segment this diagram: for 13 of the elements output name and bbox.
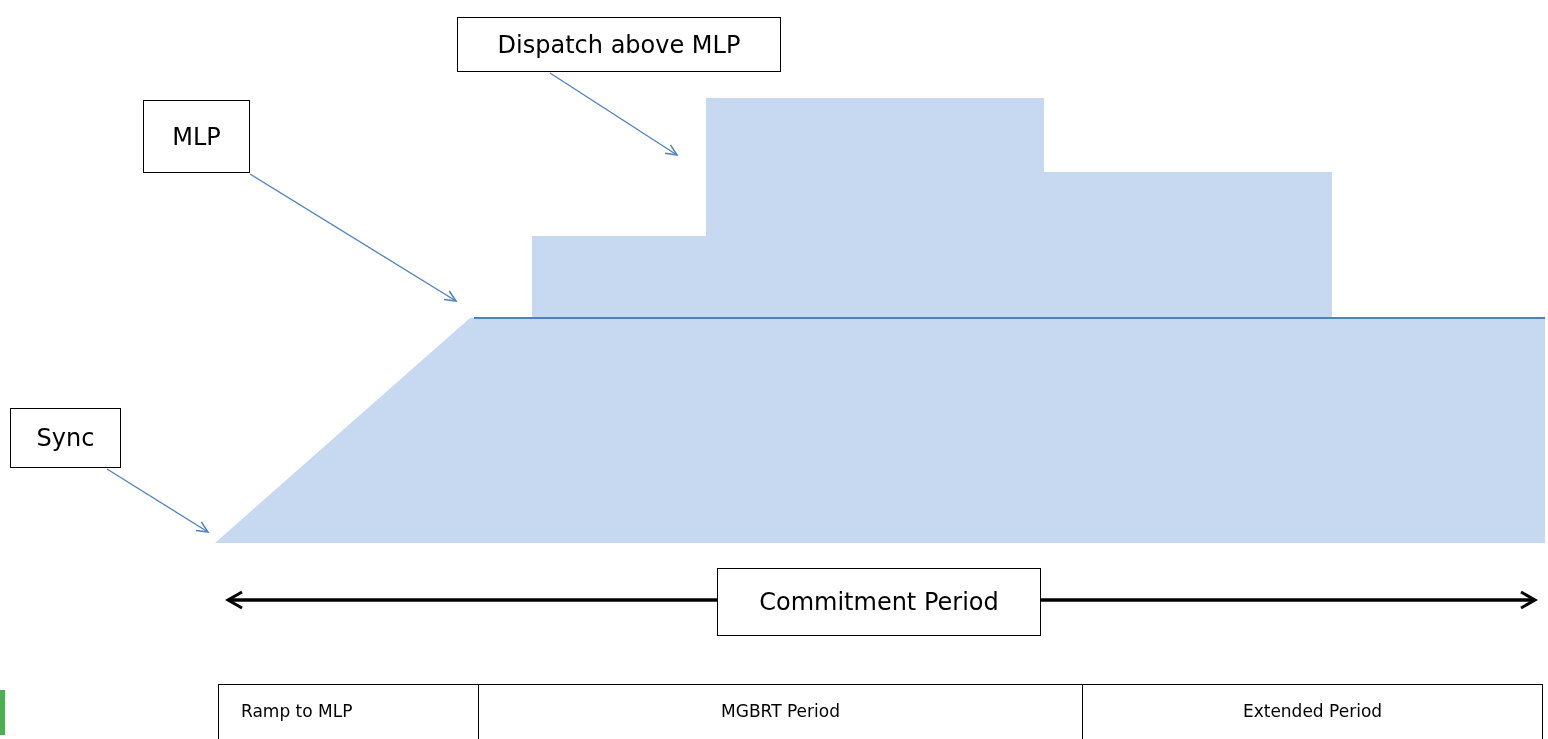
box-label: Commitment Period xyxy=(759,588,999,616)
label-box xyxy=(457,17,781,72)
box-label: MLP xyxy=(172,122,221,151)
table-cell: Extended Period xyxy=(1082,684,1543,739)
table-cell: Ramp to MLP xyxy=(218,684,479,739)
leader-line xyxy=(549,72,678,156)
leader-line xyxy=(249,173,457,302)
box-label: Sync xyxy=(36,424,95,452)
leader-line xyxy=(106,468,209,533)
label-box xyxy=(717,568,1041,636)
label-box xyxy=(10,408,121,468)
box-label: Dispatch above MLP xyxy=(497,30,741,59)
label-box xyxy=(143,100,250,173)
